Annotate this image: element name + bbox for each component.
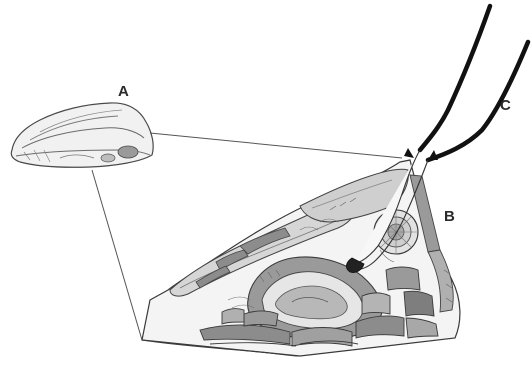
label-c: C — [500, 97, 511, 114]
cross-section-diagram — [142, 160, 460, 356]
label-a: A — [118, 83, 129, 100]
label-b: B — [444, 208, 455, 225]
forceps-icon — [346, 6, 528, 273]
horse-head-icon — [11, 103, 153, 167]
